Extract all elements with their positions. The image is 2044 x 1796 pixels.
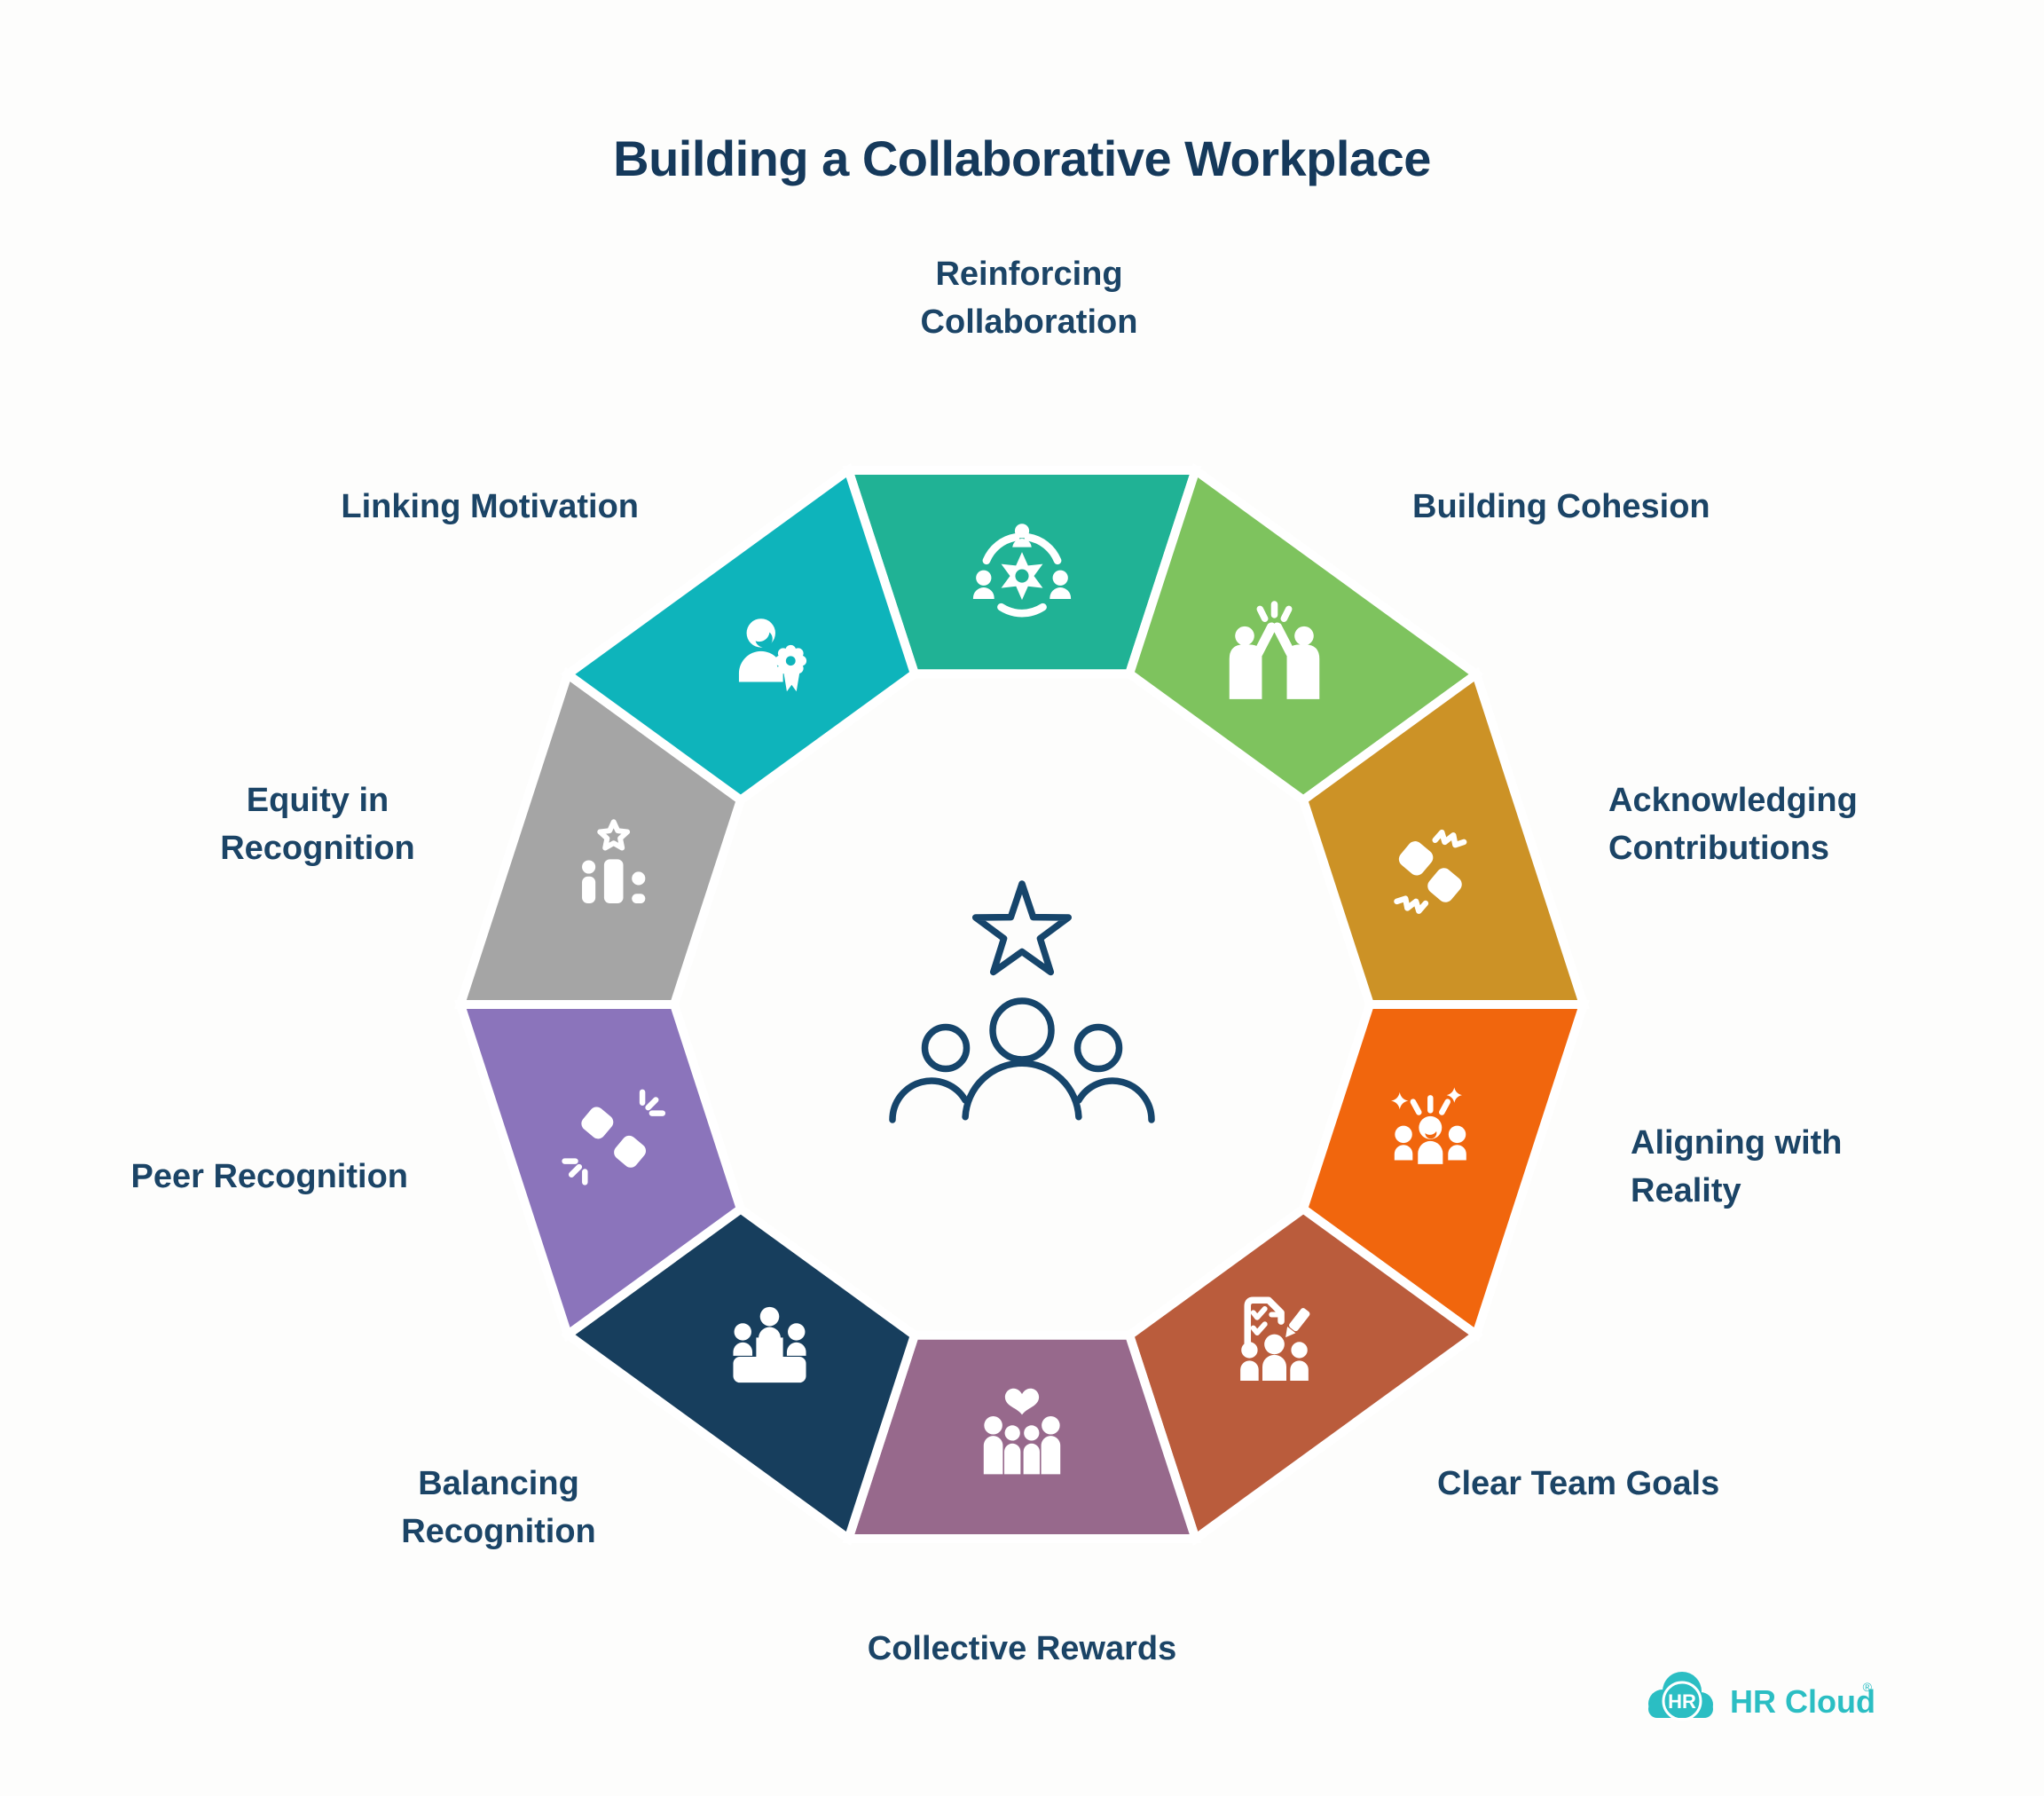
ranking-star-icon [582,819,646,904]
team-star-icon [889,880,1155,1123]
label-aligning-with-reality: Aligning with Reality [1631,1124,1843,1209]
checklist-team-icon [1240,1296,1310,1381]
label-reinforcing-collaboration: Reinforcing Collaboration [920,256,1138,341]
label-equity-in-recognition: Equity in Recognition [220,782,415,867]
hr-cloud-logo: HR HR Cloud ® [1648,1672,1875,1721]
label-clear-team-goals: Clear Team Goals [1437,1465,1720,1502]
high-five-icon [1229,601,1320,699]
logo-wordmark: HR Cloud [1730,1683,1875,1720]
people-gear-icon [972,524,1072,618]
label-peer-recognition: Peer Recognition [130,1158,409,1195]
label-acknowledging-contributions: Acknowledging Contributions [1608,782,1858,867]
fist-bump-spark-icon [562,1089,666,1186]
label-balancing-recognition: Balancing Recognition [401,1465,596,1550]
page-title: Building a Collaborative Workplace [613,130,1431,186]
celebrating-team-icon [1391,1087,1466,1164]
fist-bump-icon [1394,829,1467,914]
logo-badge-text: HR [1668,1690,1696,1713]
label-building-cohesion: Building Cohesion [1412,488,1710,525]
person-badge-icon [738,618,807,692]
hr-cloud-icon: HR [1648,1672,1713,1721]
label-collective-rewards: Collective Rewards [867,1630,1177,1667]
segment-linking-motivation [560,462,920,806]
label-linking-motivation: Linking Motivation [341,488,639,525]
family-heart-icon [983,1388,1061,1475]
podium-team-icon [733,1306,806,1383]
logo-registered-mark: ® [1863,1680,1873,1694]
